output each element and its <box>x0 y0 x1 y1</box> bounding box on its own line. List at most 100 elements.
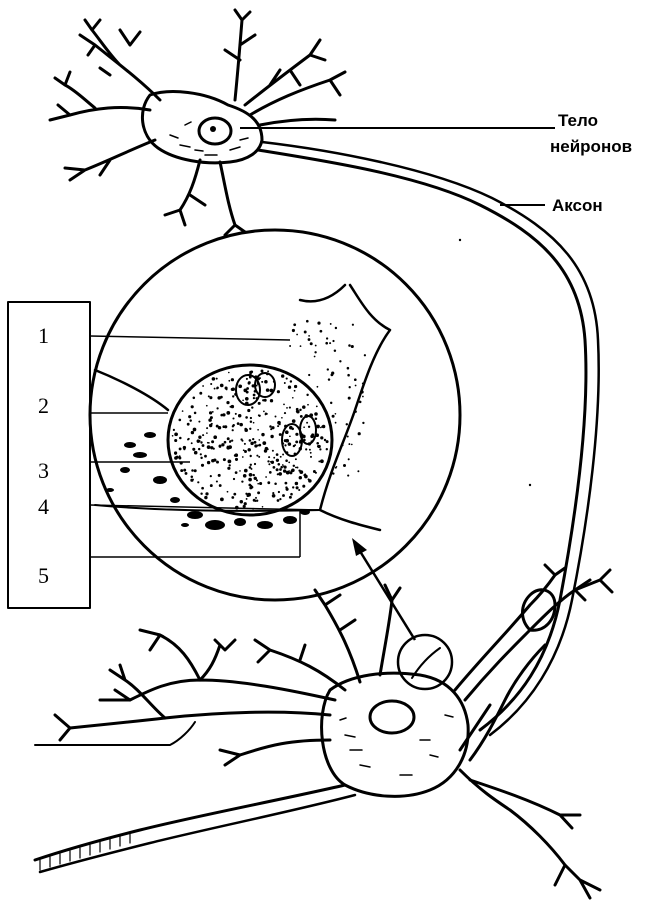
chromatin-dot <box>276 459 279 462</box>
chromatin-dot <box>235 458 238 461</box>
cytoplasm-dot <box>310 342 313 345</box>
chromatin-dot <box>216 407 218 409</box>
chromatin-dot <box>285 439 289 443</box>
chromatin-dot <box>245 416 248 419</box>
cytoplasm-dot <box>348 397 351 400</box>
chromatin-dot <box>306 422 308 424</box>
chromatin-dot <box>202 444 205 447</box>
chromatin-dot <box>212 411 214 413</box>
cytoplasm-dot <box>348 344 351 347</box>
chromatin-dot <box>242 456 244 458</box>
chromatin-dot <box>173 429 175 431</box>
cytoplasm-dot <box>362 422 364 424</box>
chromatin-dot <box>200 441 202 443</box>
chromatin-dot <box>258 402 261 405</box>
chromatin-dot <box>247 409 250 412</box>
cytoplasm-dot <box>352 414 354 416</box>
chromatin-dot <box>231 388 234 391</box>
chromatin-dot <box>219 445 222 448</box>
chromatin-dot <box>237 422 240 425</box>
chromatin-dot <box>279 498 281 500</box>
label-5: 5 <box>38 563 49 588</box>
cytoplasm-dot <box>336 466 338 468</box>
chromatin-dot <box>234 454 237 457</box>
chromatin-dot <box>248 373 251 376</box>
chromatin-dot <box>269 425 272 428</box>
chromatin-dot <box>310 440 312 442</box>
chromatin-dot <box>254 375 257 378</box>
chromatin-dot <box>240 500 243 503</box>
chromatin-dot <box>243 389 247 393</box>
cytoplasm-dot <box>354 378 357 381</box>
chromatin-dot <box>176 456 179 459</box>
chromatin-dot <box>255 397 257 399</box>
chromatin-dot <box>243 505 246 508</box>
chromatin-dot <box>278 491 280 493</box>
chromatin-dot <box>299 447 302 450</box>
chromatin-dot <box>200 453 202 455</box>
chromatin-dot <box>278 423 280 425</box>
chromatin-dot <box>272 492 274 494</box>
cytoplasm-dot <box>315 345 317 347</box>
cytoplasm-dot <box>314 356 316 358</box>
chromatin-dot <box>201 464 204 467</box>
chromatin-dot <box>266 373 269 376</box>
chromatin-dot <box>229 441 231 443</box>
chromatin-dot <box>296 410 299 413</box>
chromatin-dot <box>194 469 197 472</box>
chromatin-dot <box>207 442 209 444</box>
chromatin-dot <box>214 388 216 390</box>
cell-body-label: Тело нейронов <box>550 111 632 156</box>
chromatin-dot <box>289 407 291 409</box>
chromatin-dot <box>320 427 322 429</box>
chromatin-dot <box>206 427 208 429</box>
chromatin-dot <box>191 405 194 408</box>
chromatin-dot <box>286 451 289 454</box>
chromatin-dot <box>270 389 274 393</box>
chromatin-dot <box>174 432 178 436</box>
cytoplasm-dot <box>329 342 331 344</box>
chromatin-dot <box>207 445 211 449</box>
chromatin-dot <box>253 397 255 399</box>
chromatin-dot <box>224 441 227 444</box>
chromatin-dot <box>284 444 286 446</box>
cytoplasm-dot <box>304 331 307 334</box>
chromatin-dot <box>262 441 266 445</box>
chromatin-dot <box>178 419 181 422</box>
chromatin-dot <box>271 426 274 429</box>
chromatin-dot <box>288 442 292 446</box>
cytoplasm-dot <box>296 334 298 336</box>
chromatin-dot <box>220 498 224 502</box>
chromatin-dot <box>265 447 269 451</box>
chromatin-dot <box>219 484 222 487</box>
chromatin-dot <box>228 380 230 382</box>
chromatin-dot <box>222 425 225 428</box>
cytoplasm-dot <box>361 390 364 393</box>
cytoplasm-dot <box>342 444 344 446</box>
cytoplasm-dot <box>332 472 334 474</box>
chromatin-dot <box>295 440 298 443</box>
chromatin-dot <box>285 430 289 434</box>
chromatin-dot <box>244 443 246 445</box>
cytoplasm-dot <box>357 470 359 472</box>
chromatin-dot <box>282 434 284 436</box>
chromatin-dot <box>261 433 264 436</box>
chromatin-dot <box>299 427 301 429</box>
cytoplasm-dot <box>308 338 311 341</box>
chromatin-dot <box>303 426 305 428</box>
chromatin-dot <box>198 436 201 439</box>
chromatin-dot <box>192 448 195 451</box>
chromatin-dot <box>318 445 321 448</box>
chromatin-dot <box>231 405 234 408</box>
chromatin-dot <box>210 484 213 487</box>
chromatin-dot <box>257 483 259 485</box>
chromatin-dot <box>212 377 216 381</box>
chromatin-dot <box>197 440 200 443</box>
chromatin-dot <box>309 413 313 417</box>
cytoplasm-dot <box>314 351 316 353</box>
chromatin-dot <box>232 395 234 397</box>
chromatin-dot <box>247 493 251 497</box>
chromatin-dot <box>289 496 292 499</box>
chromatin-dot <box>305 448 307 450</box>
